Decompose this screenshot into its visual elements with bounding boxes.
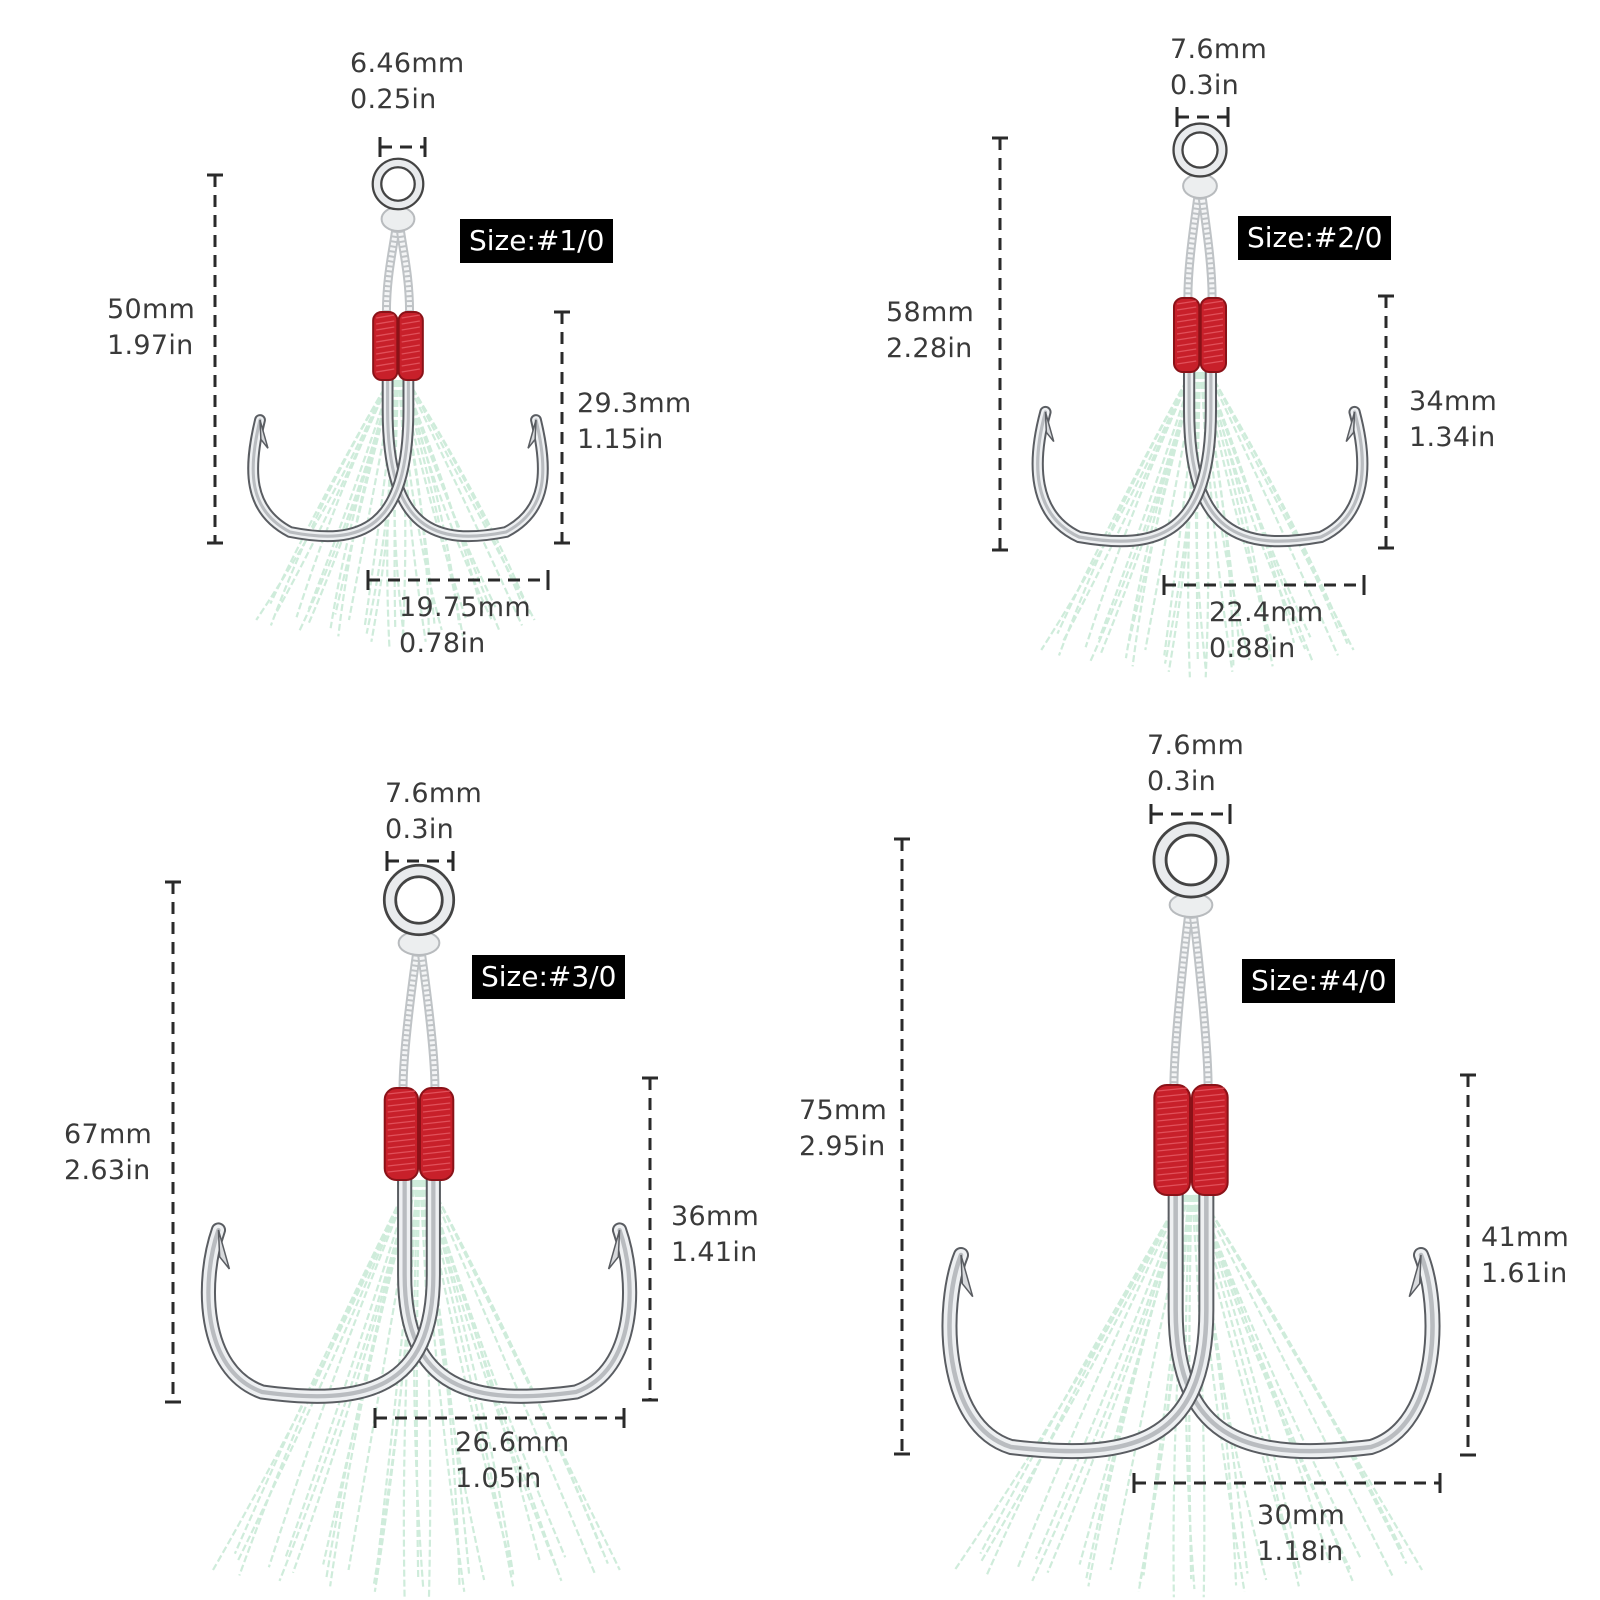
split-ring-eye (1172, 122, 1228, 178)
p2-size-badge: Size:#2/0 (1238, 216, 1392, 260)
eye-dimension-line (1175, 107, 1230, 127)
p4-size-badge: Size:#4/0 (1242, 959, 1396, 1003)
split-ring-eye (382, 863, 456, 937)
gap-width-dimension-line (1162, 575, 1366, 595)
cord (1168, 892, 1214, 1086)
hook-pair (1031, 357, 1369, 548)
eye-dimension-line (385, 851, 455, 871)
total-length-dimension-line (207, 173, 223, 545)
red-thread-wrap (1172, 297, 1228, 373)
eye-dimension-line (378, 137, 427, 157)
cord (1182, 173, 1218, 299)
total-length-dimension-line (992, 136, 1008, 552)
hook-length-dimension-line (1460, 1073, 1476, 1457)
red-thread-wrap (372, 311, 424, 381)
split-ring-eye (1152, 821, 1230, 899)
assist-hook-2 (992, 107, 1394, 678)
hook-pair (941, 1178, 1441, 1460)
gap-width-dimension-line (1132, 1473, 1442, 1493)
red-thread-wrap (383, 1087, 455, 1181)
p3-size-badge: Size:#3/0 (472, 955, 626, 999)
assist-hook-4 (894, 804, 1476, 1598)
hook-length-dimension-line (554, 310, 570, 545)
split-ring-eye (371, 157, 425, 211)
total-length-dimension-line (165, 880, 181, 1404)
hook-pair (247, 366, 549, 543)
eye-dimension-line (1149, 804, 1232, 824)
total-length-dimension-line (894, 837, 910, 1456)
cord (397, 930, 441, 1089)
assist-hook-1 (207, 137, 570, 648)
assist-hook-3 (165, 851, 658, 1598)
hook-pair (200, 1164, 638, 1404)
cord (380, 206, 416, 313)
hook-length-dimension-line (1378, 294, 1394, 550)
gap-width-dimension-line (373, 1408, 626, 1428)
red-thread-wrap (1153, 1084, 1229, 1196)
hook-length-dimension-line (642, 1076, 658, 1402)
p1-size-badge: Size:#1/0 (460, 219, 614, 263)
gap-width-dimension-line (366, 570, 550, 590)
